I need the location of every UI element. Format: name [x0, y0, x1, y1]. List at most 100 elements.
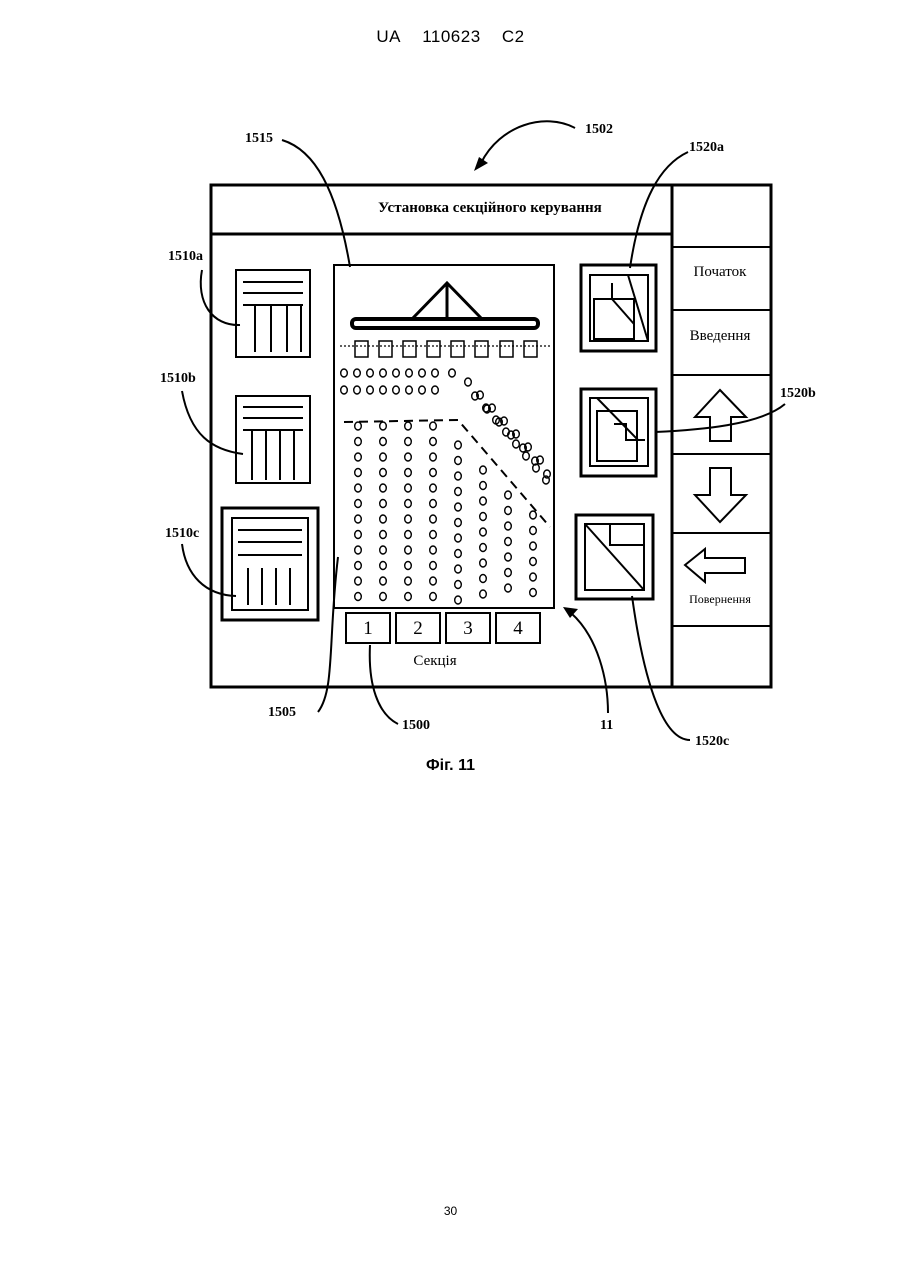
seed-dot	[393, 369, 400, 377]
seed-dot	[355, 500, 362, 508]
seed-dot	[405, 546, 412, 554]
seed-dot	[430, 422, 437, 430]
seed-dot	[430, 593, 437, 601]
seed-dot	[380, 453, 387, 461]
seed-dot	[432, 369, 439, 377]
seed-dot	[455, 565, 462, 573]
seed-dot	[380, 469, 387, 477]
seed-dot	[405, 422, 412, 430]
seed-dot	[455, 457, 462, 465]
seed-dot	[480, 482, 487, 490]
seed-dot	[406, 369, 413, 377]
seed-dot	[405, 531, 412, 539]
seed-dot	[530, 573, 537, 581]
seed-dot	[341, 369, 348, 377]
seed-dot	[380, 515, 387, 523]
coverage-icon-1520c	[576, 515, 653, 599]
seed-dot	[513, 440, 520, 448]
seed-dot	[455, 550, 462, 558]
seed-dot	[505, 491, 512, 499]
row-units	[355, 341, 537, 357]
seed-dot	[505, 507, 512, 515]
seed-dot	[455, 596, 462, 604]
layout-icon-1510c	[222, 508, 318, 620]
seed-dot	[405, 515, 412, 523]
seed-dot	[523, 452, 530, 460]
seed-dot	[465, 378, 472, 386]
seed-dot	[355, 562, 362, 570]
seed-dot	[355, 577, 362, 585]
seed-dot	[380, 546, 387, 554]
seed-dot	[355, 484, 362, 492]
ref-1520b: 1520b	[780, 386, 816, 402]
section-button-4[interactable]: 4	[498, 618, 538, 640]
seed-dots	[341, 369, 551, 604]
seed-dot	[380, 422, 387, 430]
seed-dot	[405, 438, 412, 446]
ref-1510b: 1510b	[160, 371, 196, 387]
coverage-icon-1520b	[581, 389, 656, 476]
seed-dot	[355, 593, 362, 601]
seed-dot	[480, 497, 487, 505]
seed-dot	[480, 528, 487, 536]
seed-dot	[530, 589, 537, 597]
page-number: 30	[0, 1204, 901, 1218]
seed-dot	[505, 538, 512, 546]
ref-1502: 1502	[585, 122, 613, 138]
seed-dot	[455, 503, 462, 511]
section-button-1[interactable]: 1	[348, 618, 388, 640]
seed-dot	[380, 531, 387, 539]
down-button[interactable]	[671, 468, 769, 528]
seed-dot	[432, 386, 439, 394]
seed-dot	[355, 422, 362, 430]
start-button[interactable]: Початок	[671, 264, 769, 281]
seed-dot	[505, 522, 512, 530]
seed-dot	[530, 527, 537, 535]
seed-dot	[480, 466, 487, 474]
return-button[interactable]: Повернення	[671, 592, 769, 607]
ref-1500: 1500	[402, 718, 430, 734]
seed-dot	[505, 569, 512, 577]
seed-dot	[380, 562, 387, 570]
section-button-2[interactable]: 2	[398, 618, 438, 640]
input-button[interactable]: Введення	[671, 328, 769, 345]
seed-dot	[393, 386, 400, 394]
seed-dot	[430, 453, 437, 461]
seed-dot	[430, 500, 437, 508]
seed-dot	[405, 562, 412, 570]
figure-caption: Фіг. 11	[0, 757, 901, 775]
ref-11: 11	[600, 718, 613, 734]
seed-dot	[430, 438, 437, 446]
seed-dot	[355, 546, 362, 554]
seed-dot	[405, 484, 412, 492]
seed-dot	[355, 515, 362, 523]
seed-dot	[455, 488, 462, 496]
section-button-3[interactable]: 3	[448, 618, 488, 640]
seed-dot	[430, 484, 437, 492]
field-display	[334, 265, 554, 608]
coverage-icon-1520a	[581, 265, 656, 351]
seed-dot	[419, 386, 426, 394]
seed-dot	[480, 559, 487, 567]
seed-dot	[405, 469, 412, 477]
seed-dot	[405, 593, 412, 601]
ref-1510c: 1510c	[165, 526, 199, 542]
seed-dot	[355, 453, 362, 461]
seed-dot	[430, 562, 437, 570]
ref-1520a: 1520a	[689, 140, 724, 156]
seed-dot	[355, 469, 362, 477]
ref-1510a: 1510a	[168, 249, 203, 265]
seed-dot	[405, 453, 412, 461]
seed-dot	[480, 513, 487, 521]
seed-dot	[430, 531, 437, 539]
seed-dot	[530, 511, 537, 519]
left-arrow-icon	[685, 549, 745, 582]
ref-1515: 1515	[245, 131, 273, 147]
seed-dot	[480, 575, 487, 583]
seed-dot	[455, 472, 462, 480]
arrowheads	[474, 157, 578, 618]
seed-dot	[430, 577, 437, 585]
seed-dot	[405, 577, 412, 585]
seed-dot	[380, 577, 387, 585]
up-button[interactable]	[671, 391, 769, 451]
